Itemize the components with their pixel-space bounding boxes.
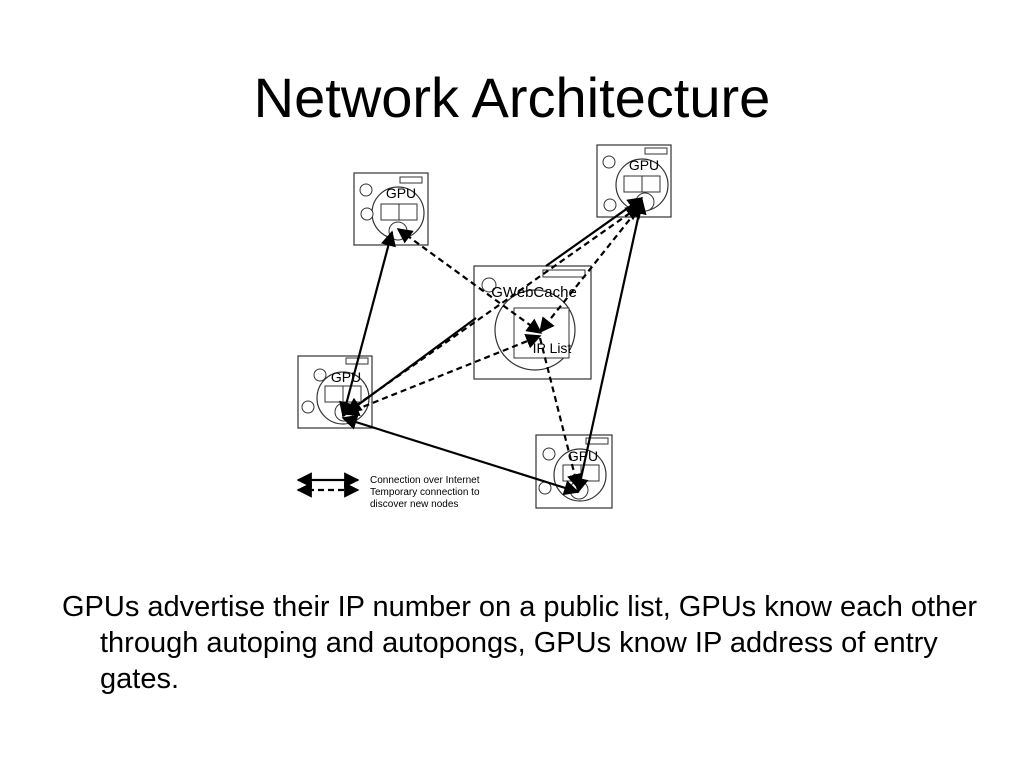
gwebcache-node: GWebCache IP List [473,265,592,380]
gpu-label: GPU [331,369,361,385]
legend-dashed-label-line1: Temporary connection to [370,487,480,498]
gpu-label: GPU [568,448,598,464]
gpu-label: GPU [629,157,659,173]
legend-solid-label: Connection over Internet [370,475,480,486]
gpu-node-top-right: GPU [596,144,672,218]
edge-solid [341,414,580,496]
gpu-node-bottom-right: GPU [535,434,613,509]
legend-dashed-label-line2: discover new nodes [370,499,458,510]
diagram-legend: Connection over Internet Temporary conne… [296,472,480,510]
network-diagram: GPU GPU GPU [296,144,672,510]
slide-title: Network Architecture [253,66,771,129]
slide-body-text: GPUs advertise their IP number on a publ… [62,591,978,695]
edge-solid [545,197,644,267]
ip-list-label: IP List [533,340,572,356]
dashed-connections [343,202,643,490]
gpu-node-middle-left: GPU [297,355,373,429]
gpu-label: GPU [386,185,416,201]
gwebcache-label: GWebCache [491,284,577,301]
